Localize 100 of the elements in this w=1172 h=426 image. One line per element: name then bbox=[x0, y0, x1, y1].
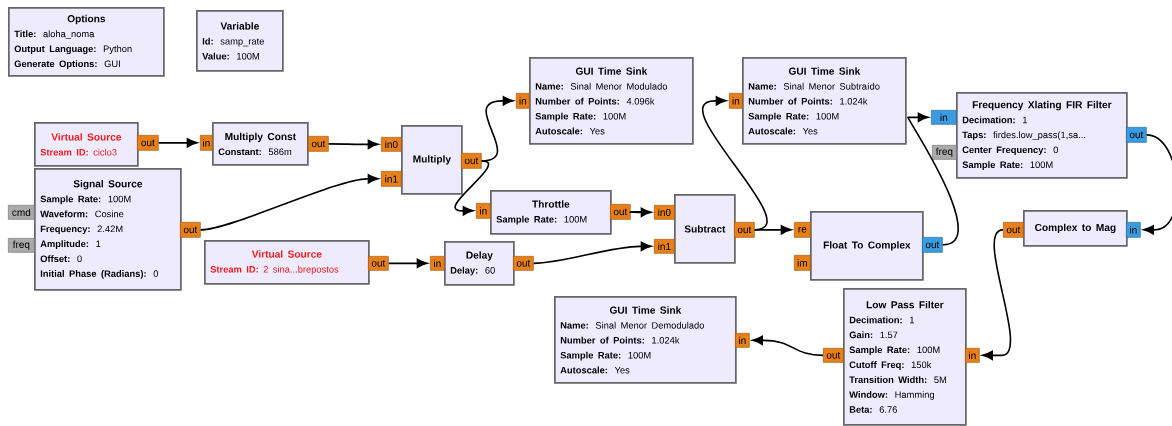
block-title: Variable bbox=[220, 22, 259, 30]
port: freq bbox=[932, 145, 957, 160]
block-title: Complex to Mag bbox=[1035, 223, 1116, 234]
parameter-line: Sample Rate: 100M bbox=[535, 112, 626, 122]
parameter-line: Autoscale: Yes bbox=[560, 366, 630, 374]
block-title: GUI Time Sink bbox=[788, 67, 861, 75]
block-title: Virtual Source bbox=[251, 250, 322, 258]
parameter-line: Autoscale: Yes bbox=[535, 127, 605, 135]
connector-arrow bbox=[752, 335, 824, 357]
block bbox=[529, 57, 694, 145]
block-title: Subtract bbox=[684, 225, 726, 233]
block bbox=[956, 92, 1128, 179]
parameter-line: Initial Phase (Radians): 0 bbox=[40, 270, 159, 279]
port: in bbox=[1126, 222, 1141, 238]
parameter-line: Waveform: Cosine bbox=[40, 210, 124, 218]
parameter-line: Sample Rate: 100M bbox=[849, 346, 940, 355]
port: out bbox=[1003, 222, 1024, 238]
port: in1 bbox=[654, 239, 675, 254]
block bbox=[401, 125, 463, 195]
parameter-line: Number of Points: 1.024k bbox=[560, 336, 680, 344]
block-title: Multiply Const bbox=[225, 132, 296, 143]
parameter-line: Taps: firdes.low_pass(1,sa... bbox=[962, 131, 1086, 140]
parameter-line: Gain: 1.57 bbox=[849, 331, 898, 339]
parameter-line: Sample Rate: 100M bbox=[40, 195, 131, 205]
port: out bbox=[461, 153, 482, 169]
port: in bbox=[430, 256, 445, 271]
block-title: Signal Source bbox=[73, 179, 143, 190]
port: in bbox=[735, 333, 750, 348]
block-title: Multiply bbox=[413, 155, 451, 165]
block bbox=[490, 190, 612, 235]
port: out bbox=[137, 135, 159, 151]
block bbox=[212, 122, 309, 166]
block bbox=[742, 57, 907, 145]
port: out bbox=[308, 136, 329, 152]
block bbox=[810, 211, 924, 281]
parameter-line: Sample Rate: 100M bbox=[962, 161, 1053, 170]
block bbox=[204, 240, 370, 285]
parameter-line: Sample Rate: 100M bbox=[748, 112, 839, 122]
parameter-line: Name: Sinal Menor Demodulado bbox=[560, 321, 704, 329]
port: out bbox=[610, 204, 631, 220]
parameter-line: Autoscale: Yes bbox=[748, 127, 818, 135]
block-title: GUI Time Sink bbox=[575, 67, 648, 75]
connector-arrow bbox=[327, 139, 379, 150]
port: out bbox=[180, 222, 201, 238]
block-title: Frequency Xlating FIR Filter bbox=[972, 100, 1112, 111]
block bbox=[843, 288, 967, 426]
parameter-line: Output Language: Python bbox=[14, 45, 132, 55]
connector-arrow bbox=[532, 241, 652, 265]
connector-arrow bbox=[454, 160, 490, 216]
connector-arrow bbox=[629, 207, 652, 218]
parameter-line: Amplitude: 1 bbox=[40, 240, 101, 249]
block bbox=[1023, 210, 1128, 247]
parameter-line: Name: Sinal Menor Modulado bbox=[535, 82, 668, 90]
connector-arrow bbox=[982, 229, 1012, 361]
connector-arrow bbox=[701, 96, 768, 231]
port: freq bbox=[8, 238, 35, 253]
connector-arrow bbox=[1143, 134, 1172, 235]
block-title: Low Pass Filter bbox=[866, 300, 944, 309]
port: out bbox=[734, 222, 755, 238]
parameter-line: Number of Points: 4.096k bbox=[535, 97, 655, 105]
parameter-line: Beta: 6.76 bbox=[849, 406, 897, 413]
parameter-line: Stream ID: 2 sina...brepostos bbox=[210, 265, 339, 275]
block-title: Options bbox=[67, 14, 106, 25]
port: in bbox=[476, 203, 491, 219]
connector-arrow bbox=[199, 174, 379, 231]
block-title: Float To Complex bbox=[823, 241, 911, 251]
parameter-line: Delay: 60 bbox=[450, 266, 495, 276]
connector-arrow bbox=[157, 138, 198, 148]
port: in bbox=[965, 348, 980, 363]
connector-arrow bbox=[907, 112, 959, 246]
connector-arrow bbox=[753, 225, 792, 235]
port: out bbox=[368, 256, 389, 271]
port: in bbox=[200, 135, 213, 151]
parameter-line: Constant: 586m bbox=[218, 148, 292, 156]
port: out bbox=[922, 237, 943, 253]
block bbox=[196, 10, 284, 72]
port: im bbox=[794, 255, 811, 271]
parameter-line: Sample Rate: 100M bbox=[496, 215, 587, 225]
parameter-line: Decimation: 1 bbox=[962, 116, 1027, 124]
block bbox=[34, 122, 139, 167]
port: in1 bbox=[381, 171, 402, 187]
port: out bbox=[513, 256, 534, 271]
port: out bbox=[1126, 127, 1147, 143]
parameter-line: Window: Hamming bbox=[849, 391, 934, 400]
connector-arrow bbox=[387, 258, 428, 269]
port: in bbox=[729, 93, 743, 109]
parameter-line: Name: Sinal Menor Subtraído bbox=[748, 82, 880, 90]
parameter-line: Title: aloha_noma bbox=[14, 30, 95, 39]
port: re bbox=[794, 222, 811, 238]
parameter-line: Number of Points: 1.024k bbox=[748, 97, 868, 105]
parameter-line: Sample Rate: 100M bbox=[560, 351, 651, 361]
parameter-line: Stream ID: ciclo3 bbox=[40, 148, 117, 156]
parameter-line: Id: samp_rate bbox=[202, 37, 264, 47]
port: cmd bbox=[8, 205, 35, 220]
parameter-line: Generate Options: GUI bbox=[14, 60, 120, 69]
port: in0 bbox=[654, 205, 675, 220]
parameter-line: Transition Width: 5M bbox=[849, 376, 947, 383]
parameter-line: Frequency: 2.42M bbox=[40, 225, 123, 234]
parameter-line: Value: 100M bbox=[202, 52, 259, 60]
port: in bbox=[931, 110, 957, 125]
